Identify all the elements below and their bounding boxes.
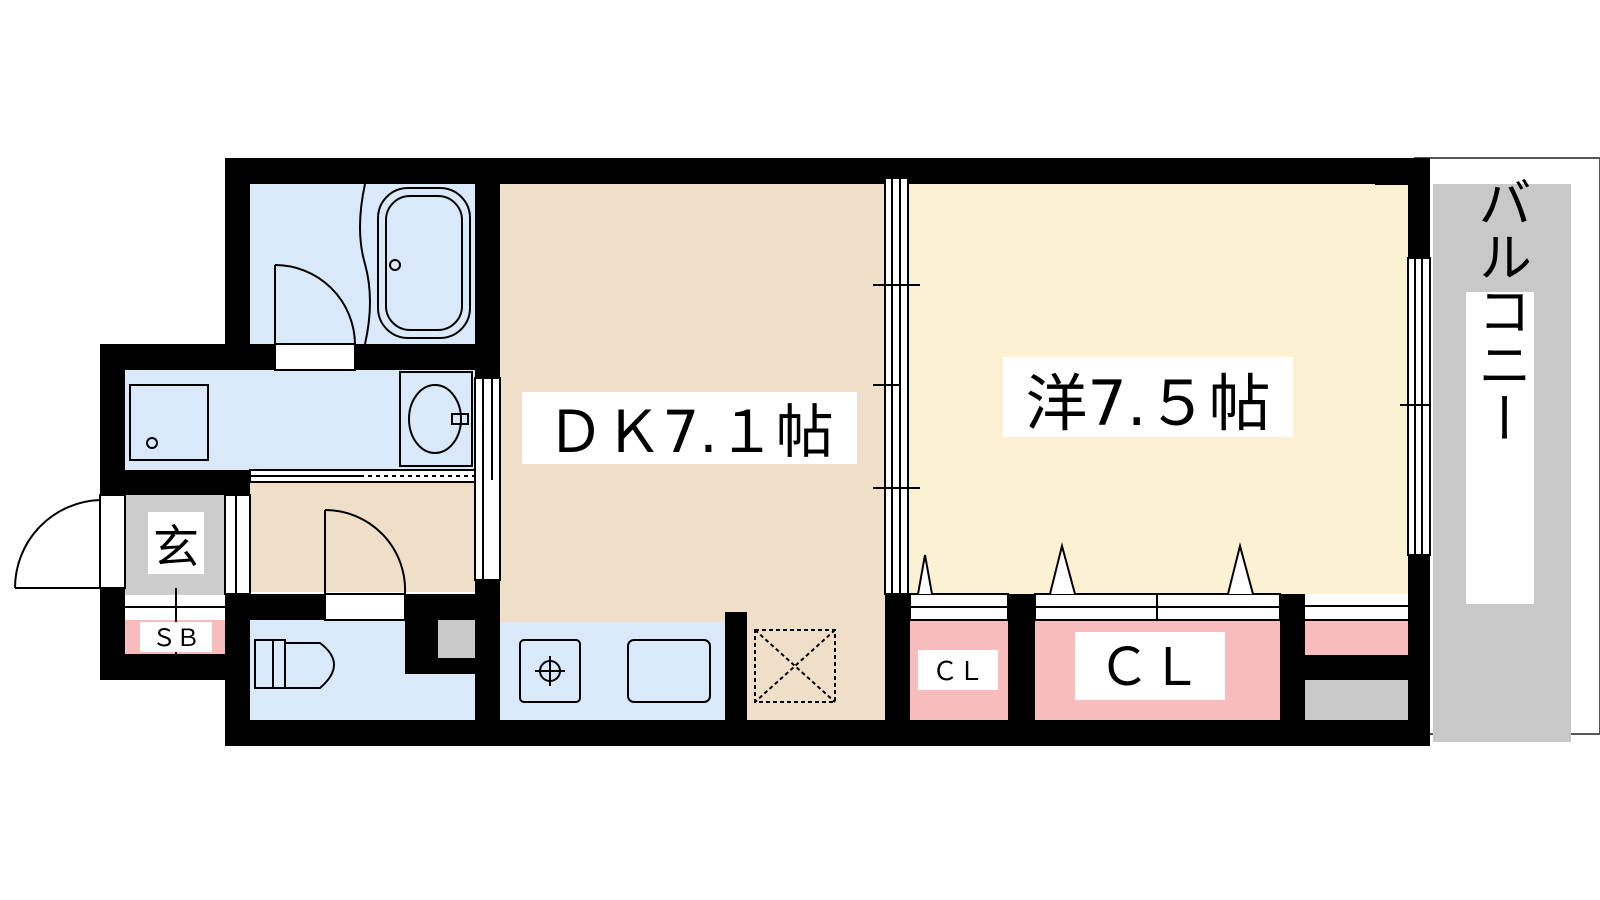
shoe-box-label-bg [140, 622, 212, 652]
washroom-floor [125, 370, 475, 470]
closet-small-label-bg [918, 650, 998, 690]
side-storage-pink [1305, 620, 1410, 655]
side-storage-gray [1305, 680, 1410, 720]
balcony-label: バルコニー [1469, 175, 1532, 445]
hallway-floor [250, 482, 475, 592]
entrance-label-bg [148, 512, 204, 574]
entrance-label: 玄 [153, 520, 199, 574]
western-room-label: 洋7.５帖 [1025, 367, 1270, 440]
western-label-bg [1003, 357, 1293, 437]
dk-label: ＤＫ7.１帖 [546, 398, 833, 466]
balcony-label-bg [1466, 292, 1534, 604]
fixtures [14, 177, 1431, 703]
closet-large-label: ＣＬ [1098, 638, 1202, 698]
bath-floor [250, 184, 475, 344]
pipe-space [438, 620, 475, 658]
walls [100, 158, 1430, 746]
kitchen-counter [500, 622, 725, 720]
dk-label-bg [522, 392, 857, 464]
shoe-box-label: ＳＢ [152, 624, 200, 652]
closet-large-label-bg [1075, 632, 1225, 700]
closet-small-label: ＣＬ [932, 657, 984, 687]
